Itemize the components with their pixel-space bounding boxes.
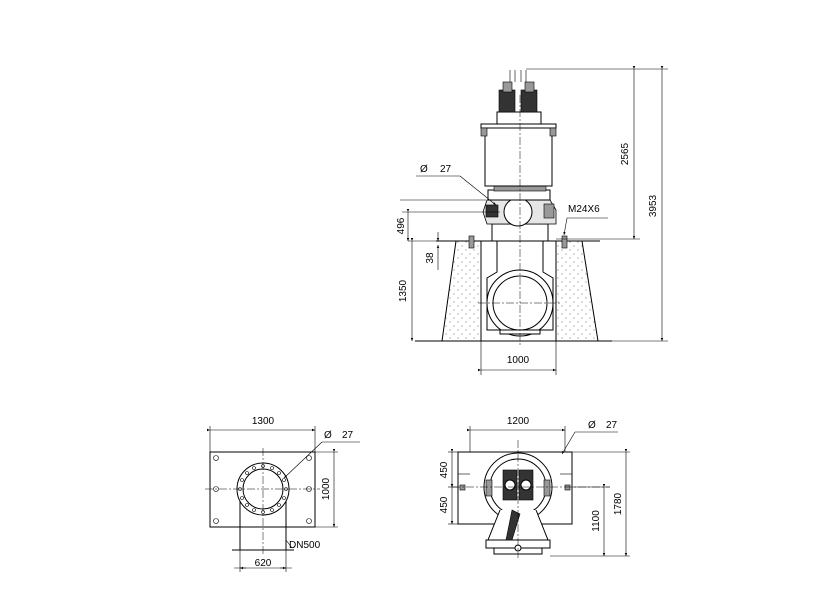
anchor-bolt-left	[468, 235, 475, 249]
side-hole-size: 27	[440, 164, 452, 175]
dim-2565: 2565	[620, 142, 631, 165]
dim-1350: 1350	[398, 279, 409, 302]
volute-eye	[503, 197, 533, 227]
foundation-left	[441, 240, 482, 342]
top-diameter-symbol: Ø	[588, 420, 596, 431]
base-plate-view: 1300 1000 Ø 27 DN500 620	[205, 416, 360, 572]
dim-1200: 1200	[507, 416, 530, 427]
base-diameter-symbol: Ø	[324, 430, 332, 441]
dim-1100: 1100	[591, 510, 602, 532]
side-diameter-symbol: Ø	[420, 164, 428, 175]
dn500-label: DN500	[289, 540, 321, 551]
foundation-right	[555, 240, 599, 342]
dim-1780: 1780	[613, 492, 624, 515]
side-thread-label: M24X6	[568, 204, 600, 215]
motor-body	[484, 125, 553, 187]
dim-450-lower: 450	[439, 496, 450, 513]
dim-1300: 1300	[252, 416, 275, 427]
dim-38: 38	[425, 252, 436, 264]
side-view: 3953 2565 496 38 1350 1000 Ø 27 M24X6	[396, 66, 668, 375]
dim-450-upper: 450	[439, 461, 450, 478]
dim-496: 496	[396, 217, 407, 234]
dim-1000: 1000	[507, 355, 530, 366]
dim-620: 620	[255, 558, 272, 569]
top-view: 1200 Ø 27 450 450 1100 1780	[439, 416, 630, 558]
top-hole-size: 27	[606, 420, 618, 431]
dim-base-1000: 1000	[321, 477, 332, 500]
base-hole-size: 27	[342, 430, 354, 441]
dim-3953: 3953	[648, 194, 659, 217]
anchor-bolt-right	[561, 235, 568, 249]
